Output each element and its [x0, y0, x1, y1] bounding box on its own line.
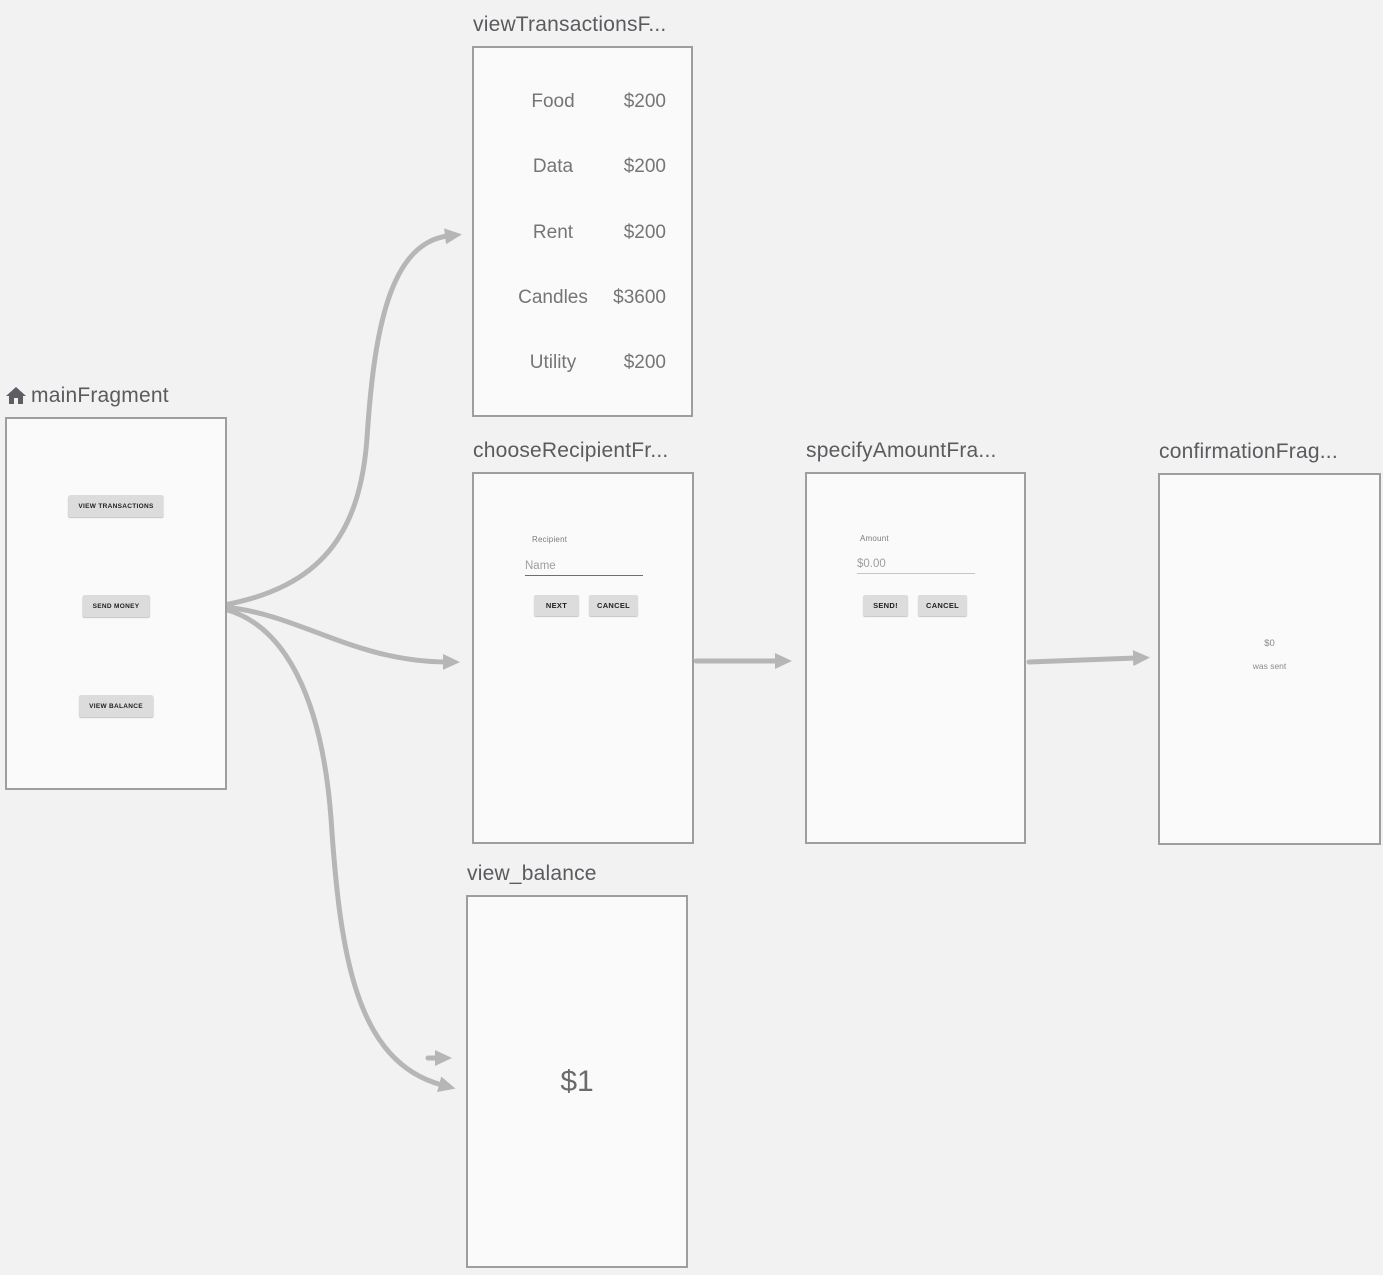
- home-icon: [6, 387, 26, 404]
- transaction-label: Utility: [529, 352, 577, 373]
- transaction-label: Rent: [532, 221, 574, 243]
- fragment-view-balance: view_balance $1: [466, 862, 688, 1268]
- cancel-button: CANCEL: [918, 595, 968, 616]
- fragment-main-title-label: mainFragment: [31, 384, 169, 407]
- amount-button-row: SEND! CANCEL: [863, 595, 968, 616]
- recipient-button-row: NEXT CANCEL: [534, 595, 639, 616]
- recipient-field-label: Recipient: [532, 535, 568, 544]
- fragment-specify-amount-preview[interactable]: Amount SEND! CANCEL: [805, 472, 1026, 844]
- fragment-view-balance-preview[interactable]: $1: [466, 895, 688, 1268]
- transaction-value: $200: [623, 91, 666, 112]
- transaction-value: $200: [623, 156, 666, 178]
- action-arrow-main-to-chooserecipient[interactable]: [221, 604, 460, 670]
- send-money-button: SEND MONEY: [82, 595, 150, 617]
- fragment-confirmation: confirmationFrag... $0 was sent: [1158, 440, 1381, 845]
- confirmation-message-box: $0 was sent: [1160, 470, 1379, 838]
- fragment-view-balance-title: view_balance: [467, 862, 688, 886]
- amount-input: [857, 558, 975, 574]
- fragment-confirmation-title-label: confirmationFrag...: [1159, 440, 1338, 463]
- fragment-choose-recipient-preview[interactable]: Recipient NEXT CANCEL: [472, 472, 694, 844]
- fragment-choose-recipient-title-label: chooseRecipientFr...: [473, 439, 669, 462]
- fragment-main: mainFragment VIEW TRANSACTIONS SEND MONE…: [5, 384, 227, 790]
- transaction-row: Rent $200: [499, 221, 666, 243]
- fragment-view-transactions-title: viewTransactionsF...: [473, 13, 693, 37]
- transaction-row: Candles $3600: [499, 286, 666, 308]
- fragment-choose-recipient-title: chooseRecipientFr...: [473, 439, 694, 463]
- amount-field-label: Amount: [860, 534, 889, 543]
- fragment-specify-amount-title: specifyAmountFra...: [806, 439, 1026, 463]
- cancel-button: CANCEL: [589, 595, 639, 616]
- fragment-main-title: mainFragment: [6, 384, 227, 408]
- fragment-confirmation-title: confirmationFrag...: [1159, 440, 1381, 464]
- view-balance-button: VIEW BALANCE: [79, 695, 153, 717]
- send-button: SEND!: [863, 595, 908, 616]
- recipient-name-input: [525, 560, 643, 576]
- transaction-value: $200: [623, 352, 666, 373]
- fragment-confirmation-preview[interactable]: $0 was sent: [1158, 473, 1381, 845]
- fragment-view-transactions-title-label: viewTransactionsF...: [473, 13, 667, 36]
- transaction-label: Food: [531, 91, 575, 112]
- balance-amount: $1: [560, 1064, 594, 1098]
- view-transactions-button: VIEW TRANSACTIONS: [68, 495, 164, 517]
- transaction-label: Data: [532, 156, 574, 178]
- transactions-list: Food $200 Data $200 Rent $200 Candles $3…: [474, 48, 691, 415]
- action-arrow-main-to-viewbalance[interactable]: [221, 606, 456, 1092]
- fragment-view-transactions: viewTransactionsF... Food $200 Data $200…: [472, 13, 693, 417]
- fragment-view-balance-title-label: view_balance: [467, 862, 597, 885]
- action-arrow-specifyamount-to-confirmation[interactable]: [1026, 650, 1150, 667]
- transaction-row: Data $200: [499, 156, 666, 178]
- action-arrow-main-to-viewtransactions[interactable]: [221, 228, 462, 608]
- next-button: NEXT: [534, 595, 579, 616]
- confirmation-amount: $0: [1264, 637, 1275, 649]
- transaction-label: Candles: [518, 286, 588, 308]
- transaction-value: $3600: [613, 286, 666, 308]
- transaction-value: $200: [623, 221, 666, 243]
- fragment-main-preview[interactable]: VIEW TRANSACTIONS SEND MONEY VIEW BALANC…: [5, 417, 227, 790]
- transaction-row: Food $200: [499, 91, 666, 112]
- fragment-specify-amount: specifyAmountFra... Amount SEND! CANCEL: [805, 439, 1026, 844]
- fragment-choose-recipient: chooseRecipientFr... Recipient NEXT CANC…: [472, 439, 694, 844]
- confirmation-message: was sent: [1252, 660, 1287, 671]
- fragment-view-transactions-preview[interactable]: Food $200 Data $200 Rent $200 Candles $3…: [472, 46, 693, 417]
- transaction-row: Utility $200: [499, 352, 666, 373]
- fragment-specify-amount-title-label: specifyAmountFra...: [806, 439, 997, 462]
